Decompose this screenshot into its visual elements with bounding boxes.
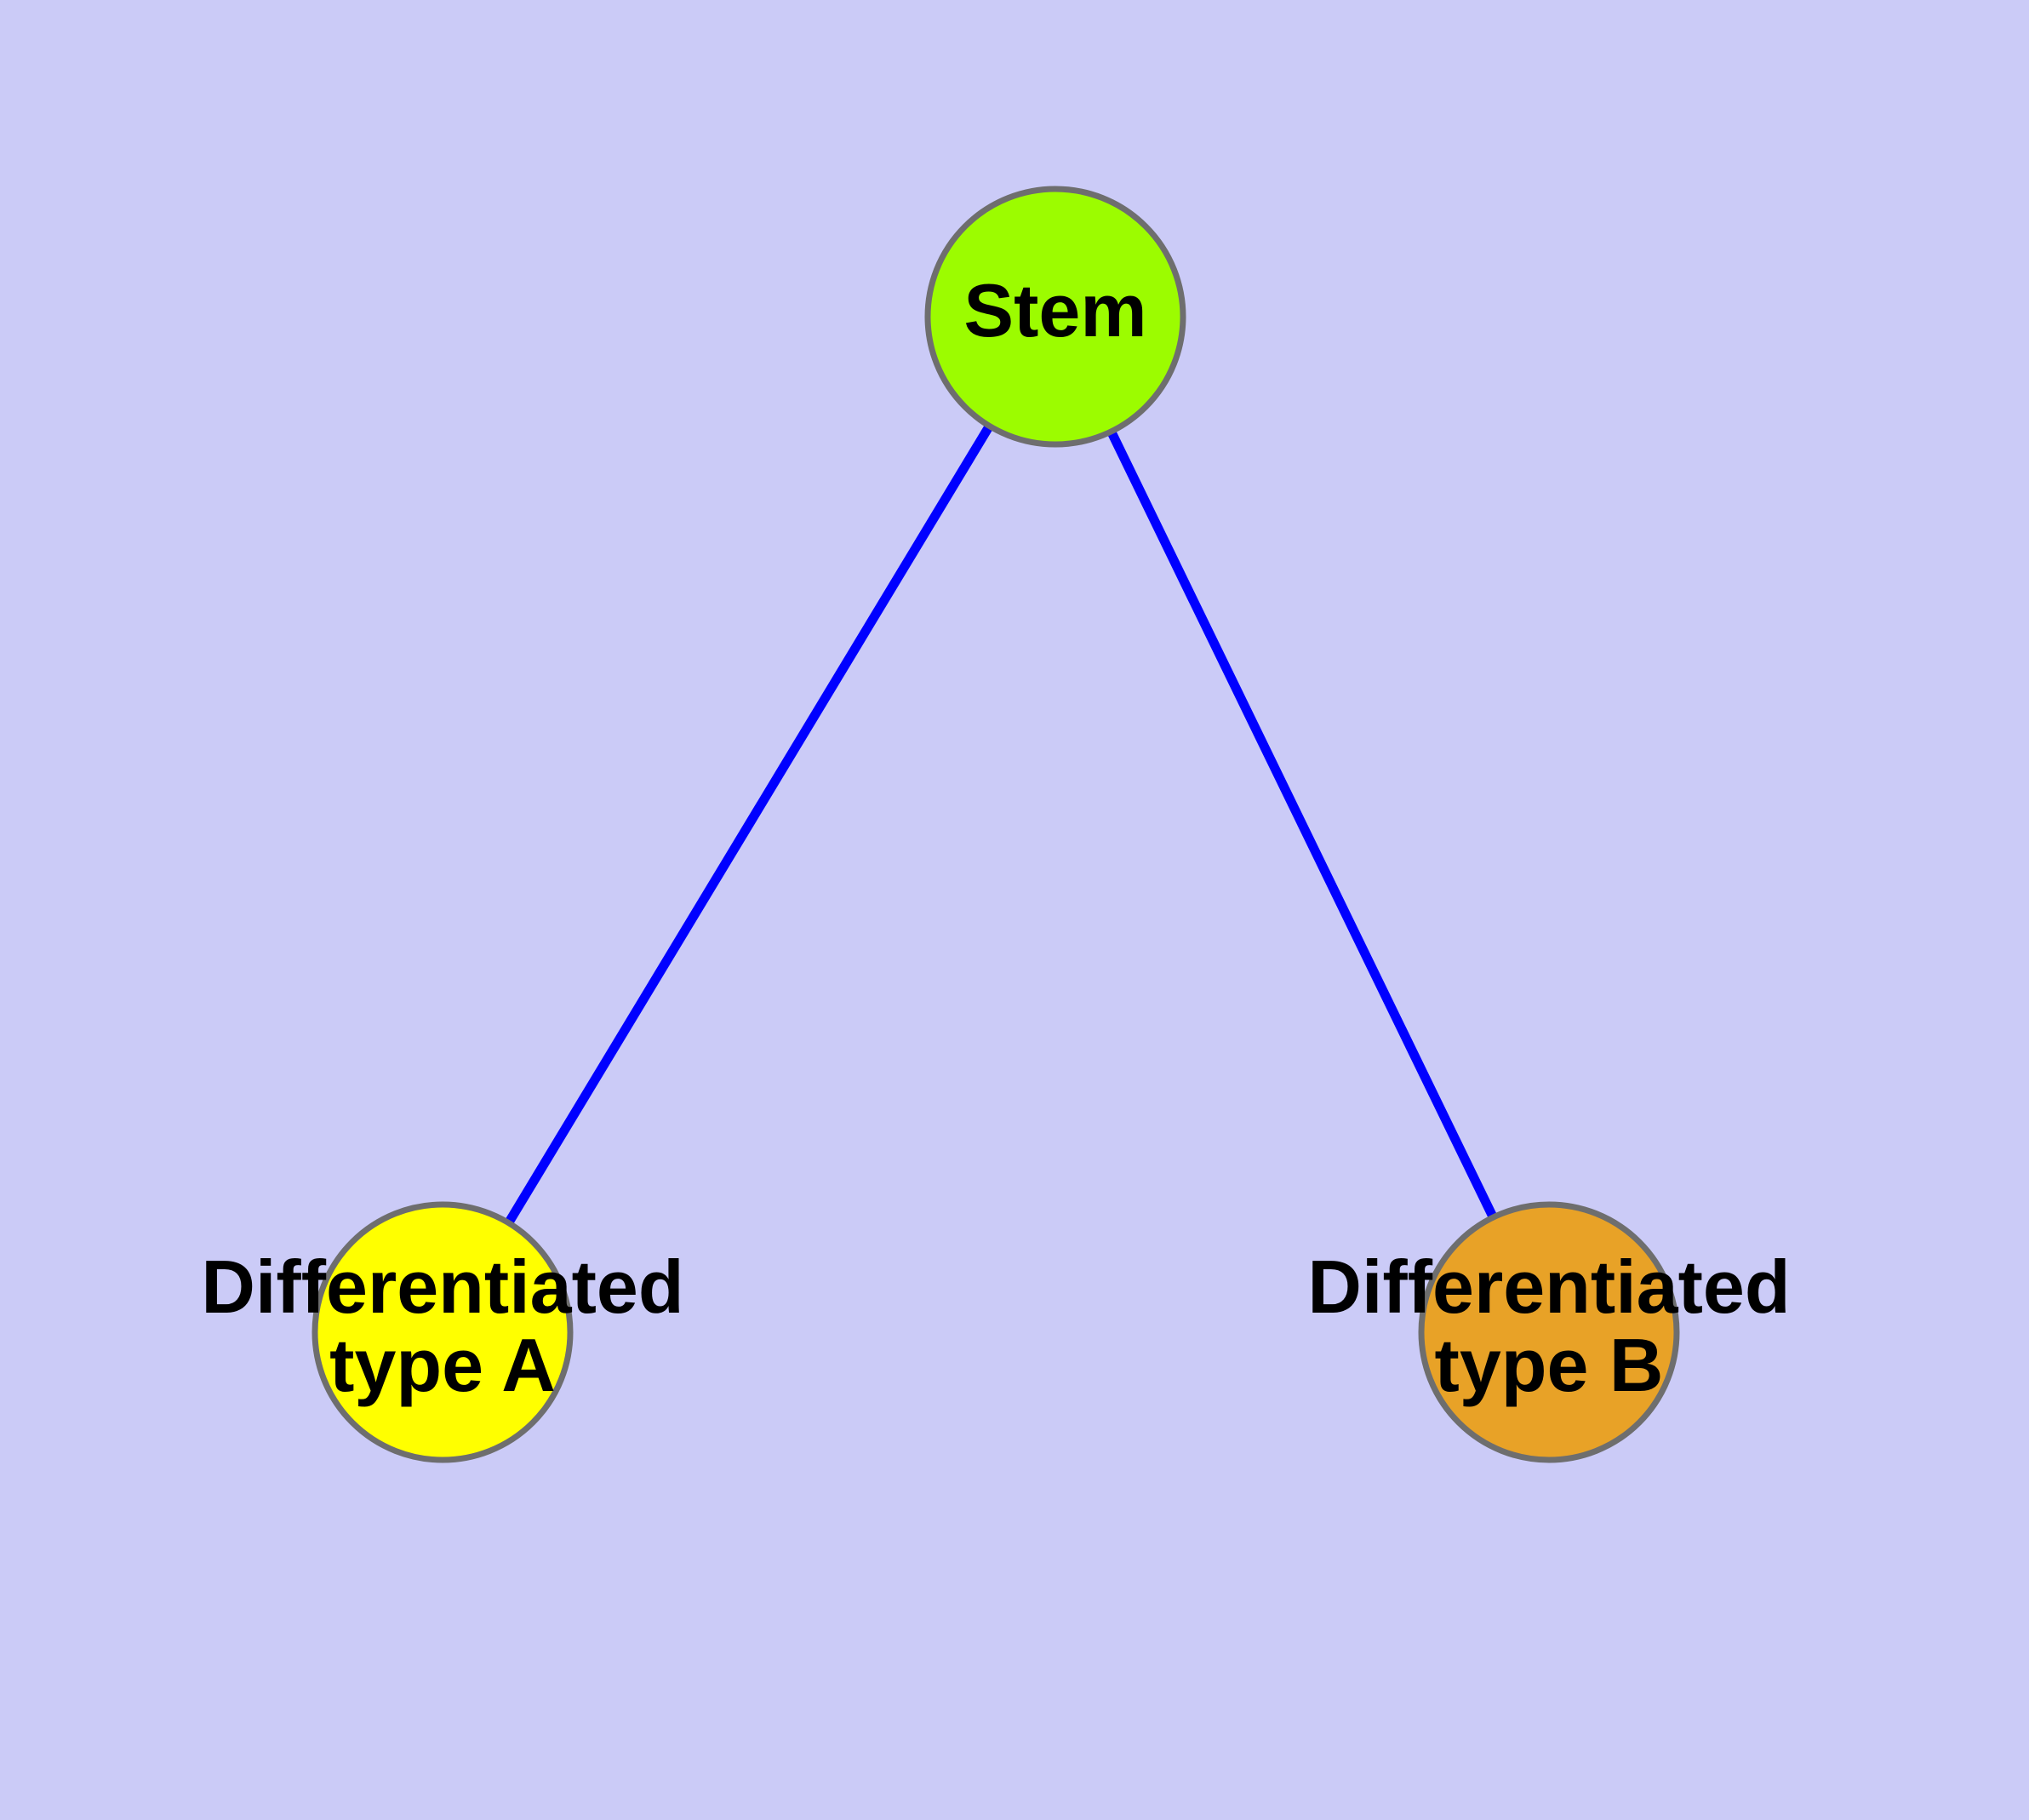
- node-label-line: type B: [1435, 1323, 1664, 1407]
- node-label-line: Differentiated: [1307, 1245, 1790, 1329]
- node-diff_b[interactable]: [1418, 1201, 1680, 1463]
- edge-stem-diff-b[interactable]: [1051, 314, 1553, 1335]
- node-label-line: Differentiated: [201, 1245, 683, 1329]
- edge-layer: [438, 314, 1553, 1335]
- node-label-line: type A: [329, 1323, 556, 1407]
- node-label-line: Stem: [963, 268, 1146, 352]
- node-label-stem: Stem: [963, 268, 1146, 352]
- node-layer: [311, 186, 1680, 1463]
- node-diff_a[interactable]: [311, 1201, 574, 1463]
- edge-stem-diff-a[interactable]: [438, 314, 1060, 1335]
- node-stem[interactable]: [924, 186, 1186, 448]
